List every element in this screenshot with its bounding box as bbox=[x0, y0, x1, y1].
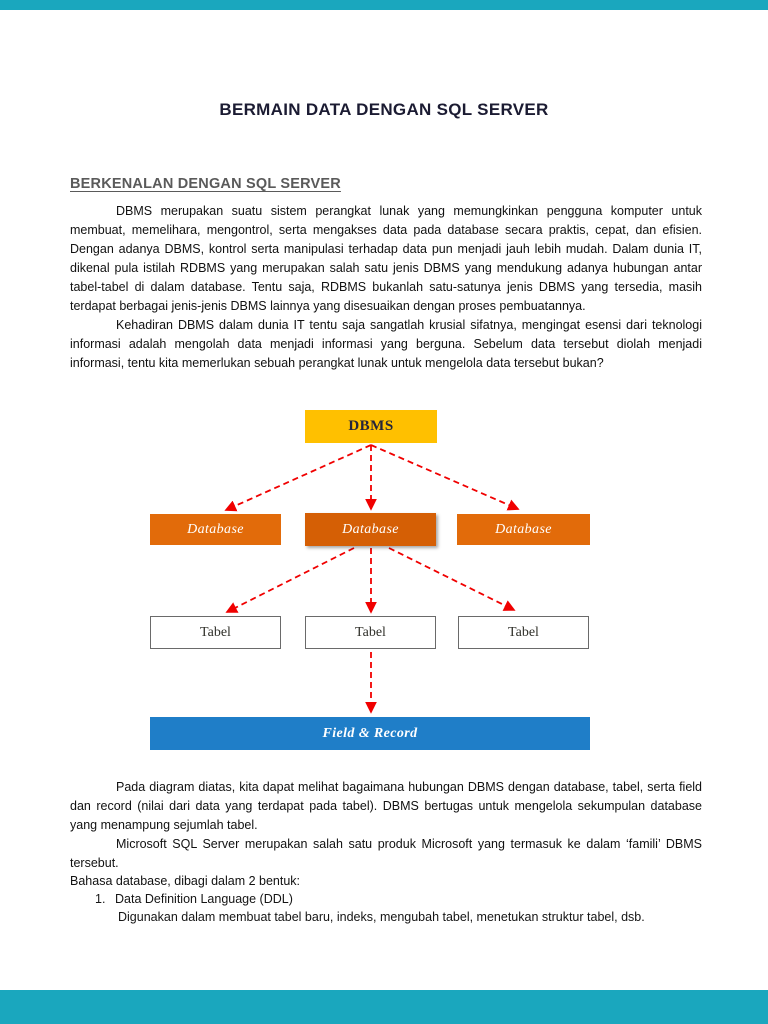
list-item-ddl: 1. Data Definition Language (DDL) bbox=[95, 890, 695, 909]
paragraph-sql-server: Microsoft SQL Server merupakan salah sat… bbox=[70, 837, 702, 870]
diagram-tabel-left: Tabel bbox=[150, 616, 281, 649]
paragraph-bahasa-database: Bahasa database, dibagi dalam 2 bentuk: bbox=[70, 874, 301, 888]
viewer-bottom-bar bbox=[0, 990, 768, 1024]
diagram-arrows bbox=[224, 444, 520, 714]
diagram-database-middle: Database bbox=[305, 513, 436, 546]
diagram-dbms-box: DBMS bbox=[305, 410, 437, 443]
diagram-field-record-bar: Field & Record bbox=[150, 717, 590, 750]
list-item-title: Data Definition Language (DDL) bbox=[115, 892, 293, 906]
document-title: BERMAIN DATA DENGAN SQL SERVER bbox=[219, 100, 549, 119]
section-heading: BERKENALAN DENGAN SQL SERVER bbox=[70, 176, 341, 192]
paragraph-dbms-intro: DBMS merupakan suatu sistem perangkat lu… bbox=[70, 204, 702, 313]
diagram-database-left: Database bbox=[150, 514, 281, 545]
paragraph-diagram-explanation: Pada diagram diatas, kita dapat melihat … bbox=[70, 780, 702, 832]
paragraph-dbms-role: Kehadiran DBMS dalam dunia IT tentu saja… bbox=[70, 318, 702, 370]
list-item-description: Digunakan dalam membuat tabel baru, inde… bbox=[118, 910, 645, 924]
diagram-tabel-right: Tabel bbox=[458, 616, 589, 649]
diagram-tabel-middle: Tabel bbox=[305, 616, 436, 649]
viewer-top-bar bbox=[0, 0, 768, 10]
diagram-database-right: Database bbox=[457, 514, 590, 545]
list-item-number: 1. bbox=[95, 892, 106, 906]
